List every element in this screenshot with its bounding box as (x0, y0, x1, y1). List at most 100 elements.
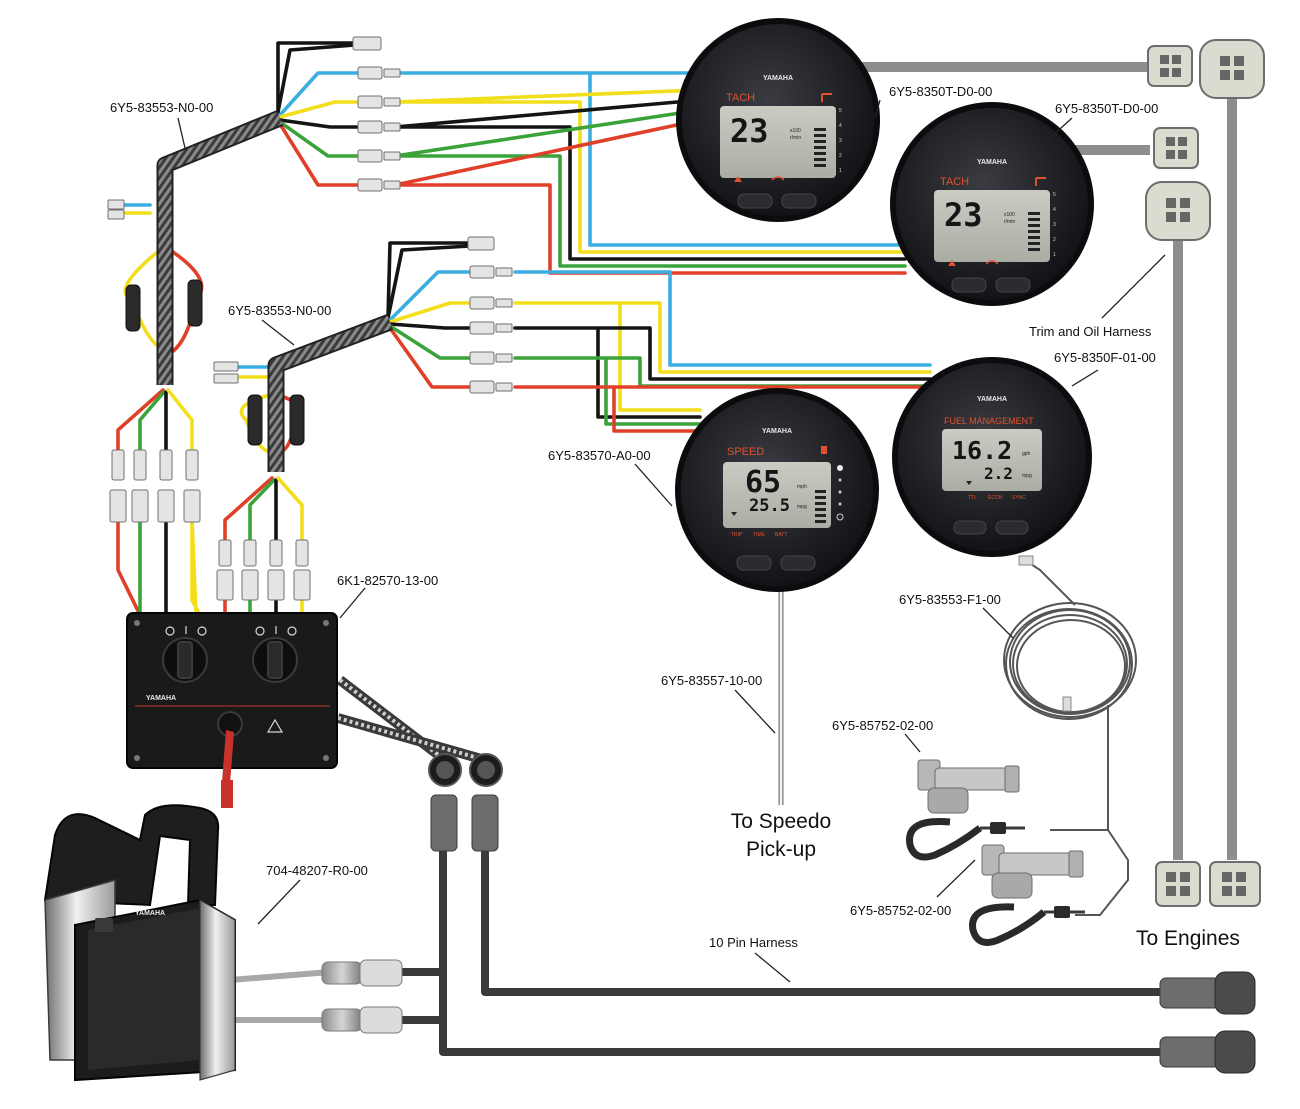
gauge-button-right (995, 277, 1031, 293)
gauge-brand: YAMAHA (977, 159, 1007, 166)
label-harness-2: 6Y5-83553-N0-00 (228, 303, 331, 318)
scale-label: 3 (839, 138, 842, 144)
fuel-flow-sensor-1 (906, 759, 1025, 861)
gauge-reading: 16.2 (952, 436, 1012, 465)
label-tach-2: 6Y5-8350T-D0-00 (1055, 101, 1158, 116)
scale-label: 4 (1053, 207, 1056, 213)
engine-connectors (1145, 39, 1265, 907)
speedometer-gauge: YAMAHA SPEED 65 mph 25.5 mpg TRIP TIME B… (675, 388, 879, 592)
control-brand: YAMAHA (135, 910, 165, 917)
label-ten-pin-harness: 10 Pin Harness (709, 935, 798, 950)
scale-label: 4 (839, 123, 842, 129)
gauge-button-right (781, 193, 817, 209)
gauge-sub-unit: mpg (797, 504, 807, 510)
gauge-lcd (934, 190, 1050, 262)
down-arrow-icon (966, 481, 972, 485)
down-arrow-icon (731, 512, 737, 516)
engine-icon (948, 260, 956, 266)
leader-lines (177, 99, 1166, 983)
gauge-button-left (951, 277, 987, 293)
fuel-sensor-cable (1003, 555, 1137, 916)
scale-label: 5 (1053, 192, 1056, 198)
gauge-unit: gph (1022, 451, 1031, 457)
gauge-lcd (723, 462, 831, 528)
binnacle-control: YAMAHA (43, 804, 236, 1082)
trim-icon (1035, 177, 1046, 186)
scale-label: 1 (839, 168, 842, 174)
fuel-pump-icon (821, 446, 827, 454)
oil-icon (985, 260, 999, 265)
gauge-sub-reading: 2.2 (984, 464, 1013, 483)
switch-panel: YAMAHA (126, 612, 338, 808)
ten-pin-harness (229, 676, 1170, 1056)
tachometer-gauge-1: YAMAHA TACH 23 x100 r/min 5 4 3 2 1 (676, 18, 880, 222)
gauge-button-label: TIME (753, 532, 766, 538)
warning-triangle-icon (266, 718, 284, 733)
gauge-lcd (942, 429, 1042, 491)
label-pickup-tube: 6Y5-83557-10-00 (661, 673, 762, 688)
scale-label: 3 (1053, 222, 1056, 228)
gauge-reading: 65 (745, 465, 781, 500)
label-pickup: Pick-up (746, 838, 816, 861)
label-fuel-management: 6Y5-8350F-01-00 (1054, 350, 1156, 365)
ten-pin-connectors (321, 753, 1256, 1074)
label-trim-oil-harness: Trim and Oil Harness (1029, 324, 1152, 339)
gauge-button-label: BATT (775, 532, 787, 538)
gauge-sub-reading: 25.5 (749, 496, 790, 516)
fuel-management-gauge: YAMAHA FUEL MANAGEMENT 16.2 gph 2.2 mpg … (892, 357, 1092, 557)
ignition-key-left (162, 637, 208, 683)
off-icon (165, 626, 175, 636)
part-labels: 6Y5-83553-N0-00 6Y5-83553-N0-00 6Y5-8350… (110, 84, 1240, 950)
scale-label: 5 (839, 108, 842, 114)
start-icon (197, 626, 207, 636)
label-fuel-sensor-2: 6Y5-85752-02-00 (850, 903, 951, 918)
gauge-button-label: TRIP (731, 532, 743, 538)
gauge-title: TACH (726, 92, 755, 104)
label-fuel-sensor-1: 6Y5-85752-02-00 (832, 718, 933, 733)
gauge-wires-upper (393, 71, 907, 275)
indicator-dots (836, 465, 844, 521)
gauge-unit-2: r/min (1004, 219, 1015, 225)
label-to-engines: To Engines (1136, 927, 1240, 950)
gauge-brand: YAMAHA (763, 75, 793, 82)
gauge-title: SPEED (727, 446, 764, 458)
gauge-bar-scale (1028, 212, 1040, 251)
trim-icon (821, 93, 832, 102)
label-speedometer: 6Y5-83570-A0-00 (548, 448, 651, 463)
gauge-brand: YAMAHA (762, 428, 792, 435)
start-icon (287, 626, 297, 636)
scale-label: 2 (839, 153, 842, 159)
gauge-button-left (736, 555, 772, 571)
gauge-wires-lower (513, 270, 932, 433)
label-harness-1: 6Y5-83553-N0-00 (110, 100, 213, 115)
gauge-button-left (953, 520, 987, 535)
gauge-button-right (995, 520, 1029, 535)
gauge-sub-unit: mpg (1022, 473, 1032, 479)
gauge-unit-1: x100 (790, 128, 801, 134)
panel-brand: YAMAHA (146, 695, 176, 702)
bullet-connectors (107, 36, 513, 601)
label-switch-panel: 6K1-82570-13-00 (337, 573, 438, 588)
gauge-title: FUEL MANAGEMENT (944, 416, 1034, 426)
harness-2 (223, 241, 480, 617)
scale-label: 2 (1053, 237, 1056, 243)
gauge-reading: 23 (944, 196, 983, 234)
gauge-button-label: TTL (968, 495, 977, 501)
fuel-flow-sensor-2 (969, 844, 1085, 946)
gauge-brand: YAMAHA (977, 396, 1007, 403)
label-binnacle-control: 704-48207-R0-00 (266, 863, 368, 878)
gauge-button-label: ECON (988, 495, 1003, 501)
gauge-bar-scale (815, 490, 826, 523)
gauge-button-right (780, 555, 816, 571)
gauge-button-left (737, 193, 773, 209)
gauge-title: TACH (940, 176, 969, 188)
gauge-button-label: SYNC (1012, 495, 1026, 501)
label-fuel-cable: 6Y5-83553-F1-00 (899, 592, 1001, 607)
gauge-lcd (720, 106, 836, 178)
tachometer-gauge-2: YAMAHA TACH 23 x100 r/min 5 4 3 2 1 (890, 102, 1094, 306)
gauge-unit: mph (797, 484, 807, 490)
scale-label: 1 (1053, 252, 1056, 258)
gauge-unit-2: r/min (790, 135, 801, 141)
oil-icon (771, 176, 785, 181)
